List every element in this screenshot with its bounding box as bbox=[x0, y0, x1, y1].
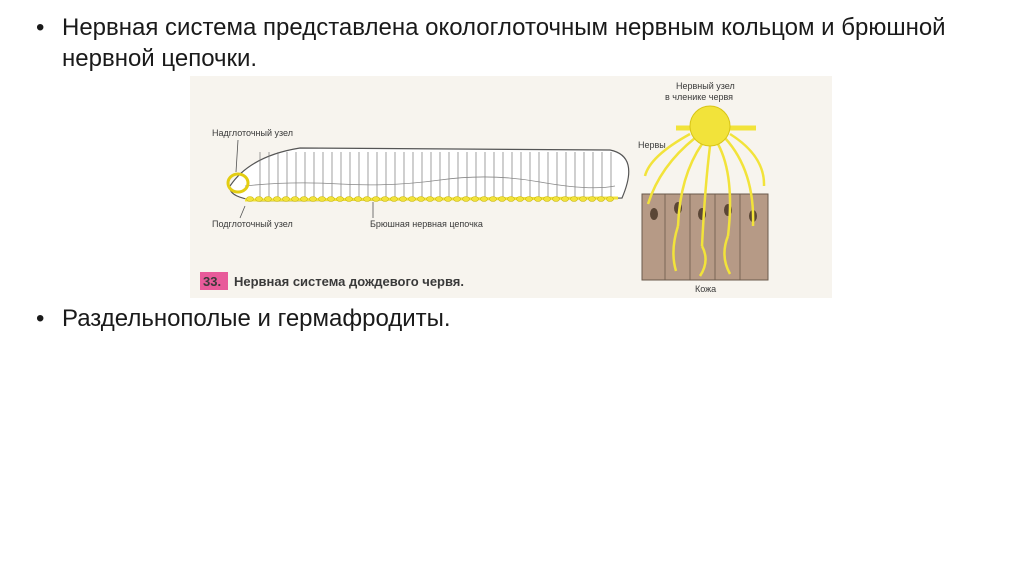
worm-drawing bbox=[228, 148, 629, 202]
figure-caption: Нервная система дождевого червя. bbox=[234, 274, 464, 289]
bullet-item-reproduction: • Раздельнополые и гермафродиты. bbox=[36, 303, 736, 334]
bullet-text: Раздельнополые и гермафродиты. bbox=[62, 303, 736, 334]
figure-illustration: Надглоточный узел Подглоточный узел Брюш… bbox=[190, 76, 832, 298]
label-skin: Кожа bbox=[695, 284, 716, 294]
label-ganglion-line1: Нервный узел bbox=[676, 81, 735, 91]
label-ganglion-line2: в членике червя bbox=[665, 92, 733, 102]
label-ventral-nerve-chain: Брюшная нервная цепочка bbox=[370, 219, 483, 229]
label-nerves: Нервы bbox=[638, 140, 666, 150]
bullet-text: Нервная система представлена окологлоточ… bbox=[62, 12, 976, 74]
bullet-item-nervous-system: • Нервная система представлена окологлот… bbox=[36, 12, 976, 74]
bullet-marker: • bbox=[36, 303, 58, 334]
nerve-ganglion bbox=[690, 106, 730, 146]
bullet-marker: • bbox=[36, 12, 58, 43]
label-suprapharyngeal-ganglion: Надглоточный узел bbox=[212, 128, 293, 138]
label-subpharyngeal-ganglion: Подглоточный узел bbox=[212, 219, 293, 229]
caption-number: 33. bbox=[203, 274, 221, 289]
earthworm-nervous-system-figure: Надглоточный узел Подглоточный узел Брюш… bbox=[190, 76, 832, 298]
